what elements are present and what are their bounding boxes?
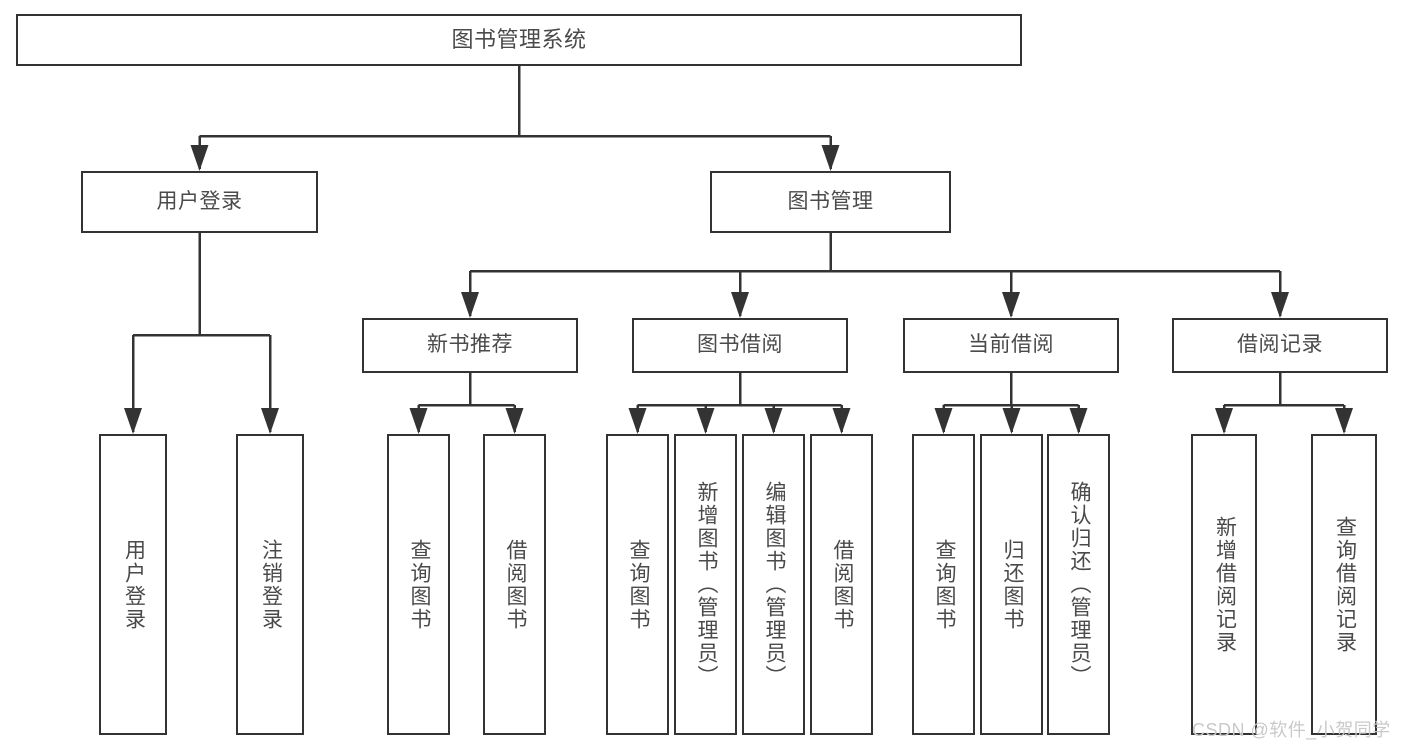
node-label: 新增图书（管理员）	[694, 481, 718, 688]
node-leaf-user-login[interactable]: 用户登录	[99, 434, 167, 735]
node-leaf-add-rec[interactable]: 新增借阅记录	[1191, 434, 1257, 735]
arrowhead	[1002, 292, 1020, 318]
arrowhead	[696, 408, 715, 434]
node-leaf-query-1[interactable]: 查询图书	[387, 434, 450, 735]
arrowhead	[1002, 408, 1021, 434]
node-leaf-borrow-1[interactable]: 借阅图书	[483, 434, 546, 735]
node-label: 图书管理系统	[451, 27, 587, 53]
node-label: 当前借阅	[968, 333, 1054, 357]
node-leaf-confirm[interactable]: 确认归还（管理员）	[1047, 434, 1110, 735]
arrowhead	[409, 408, 428, 434]
arrowhead	[731, 292, 749, 318]
node-label: 注销登录	[259, 538, 283, 631]
node-root[interactable]: 图书管理系统	[16, 14, 1022, 66]
arrowhead	[461, 292, 479, 318]
node-label: 查询图书	[932, 538, 956, 631]
arrowhead	[821, 145, 840, 171]
node-leaf-query-rec[interactable]: 查询借阅记录	[1311, 434, 1377, 735]
node-leaf-add-book[interactable]: 新增图书（管理员）	[674, 434, 737, 735]
node-book-borrow[interactable]: 图书借阅	[632, 318, 848, 373]
node-label: 确认归还（管理员）	[1067, 481, 1091, 688]
arrowhead	[832, 408, 851, 434]
node-borrow-record[interactable]: 借阅记录	[1172, 318, 1388, 373]
node-leaf-borrow-2[interactable]: 借阅图书	[810, 434, 873, 735]
arrowhead	[124, 408, 142, 434]
node-leaf-query-2[interactable]: 查询图书	[606, 434, 669, 735]
node-label: 用户登录	[122, 538, 146, 631]
node-book-manage[interactable]: 图书管理	[710, 171, 951, 233]
arrowhead	[1069, 408, 1088, 434]
arrowhead	[190, 145, 209, 171]
arrowhead	[261, 408, 279, 434]
arrowhead	[1215, 408, 1233, 434]
node-new-book-rec[interactable]: 新书推荐	[362, 318, 578, 373]
node-label: 借阅记录	[1237, 333, 1323, 357]
arrowhead	[1335, 408, 1353, 434]
node-leaf-return[interactable]: 归还图书	[980, 434, 1043, 735]
node-label: 新书推荐	[427, 333, 513, 357]
arrowhead	[934, 408, 953, 434]
node-leaf-edit-book[interactable]: 编辑图书（管理员）	[742, 434, 805, 735]
arrowhead	[1271, 292, 1289, 318]
node-label: 查询图书	[626, 538, 650, 631]
node-label: 用户登录	[156, 189, 243, 213]
node-label: 查询图书	[407, 538, 431, 631]
arrowhead	[505, 408, 524, 434]
node-label: 图书管理	[787, 189, 874, 213]
arrowhead	[628, 408, 647, 434]
node-current-borrow[interactable]: 当前借阅	[903, 318, 1119, 373]
node-leaf-query-3[interactable]: 查询图书	[912, 434, 975, 735]
node-user-login[interactable]: 用户登录	[81, 171, 318, 233]
arrowhead	[764, 408, 783, 434]
node-label: 新增借阅记录	[1213, 515, 1237, 654]
node-label: 图书借阅	[697, 333, 783, 357]
node-label: 归还图书	[1000, 538, 1024, 631]
watermark-label: CSDN @软件_小贺同学	[1192, 720, 1391, 740]
node-label: 借阅图书	[503, 538, 527, 631]
node-leaf-logout[interactable]: 注销登录	[236, 434, 304, 735]
node-label: 借阅图书	[830, 538, 854, 631]
node-label: 编辑图书（管理员）	[762, 481, 786, 688]
node-label: 查询借阅记录	[1333, 515, 1357, 654]
